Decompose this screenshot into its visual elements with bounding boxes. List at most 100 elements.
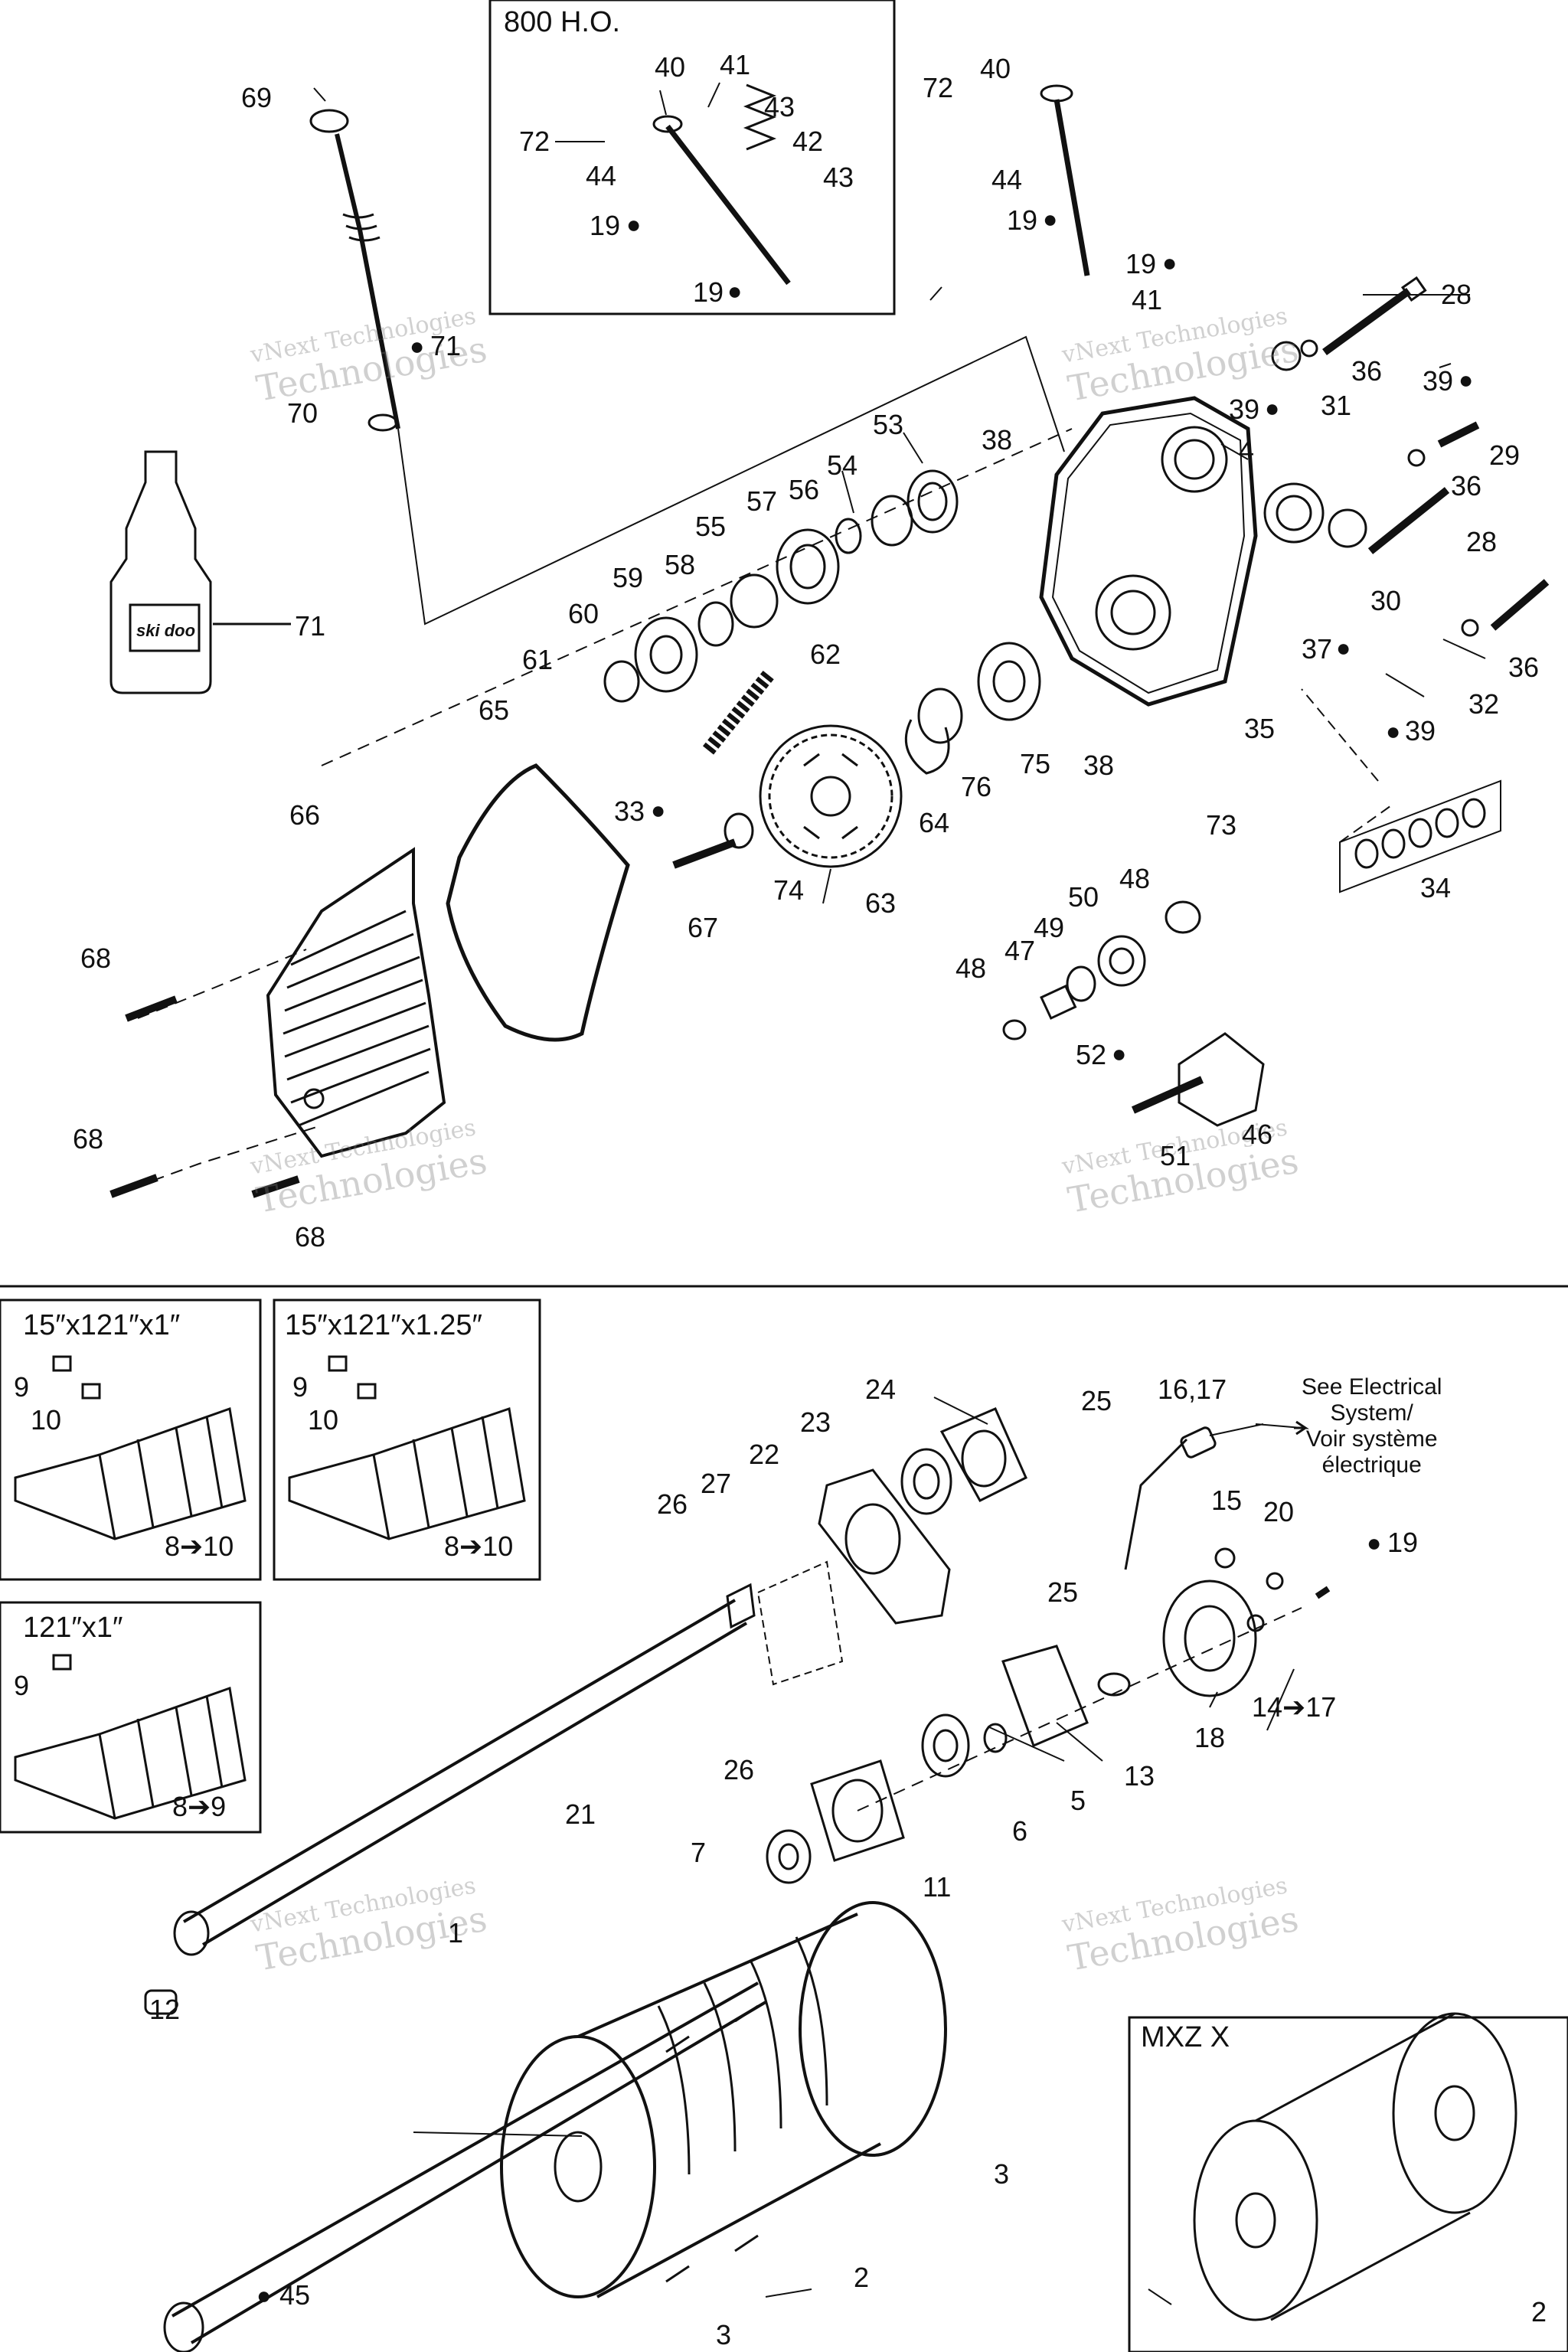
callout: 25 bbox=[1047, 1576, 1079, 1608]
dashed-axis-1 bbox=[321, 428, 1073, 766]
callout: 42 bbox=[792, 126, 824, 157]
callout: 43 bbox=[764, 91, 795, 122]
chaincase-housing bbox=[1039, 396, 1325, 707]
callout: 57 bbox=[746, 485, 778, 517]
box-track-a bbox=[0, 1298, 262, 1581]
callout: 2 bbox=[1531, 2296, 1547, 2328]
callout: 18 bbox=[1194, 1722, 1226, 1753]
callout: 65 bbox=[479, 694, 510, 726]
callout: 21 bbox=[565, 1798, 596, 1830]
sensor-housing bbox=[1162, 1579, 1257, 1697]
callout: 29 bbox=[1489, 439, 1521, 471]
callout: 10 bbox=[31, 1404, 62, 1436]
callout: 74 bbox=[773, 874, 805, 906]
callout: 19 bbox=[590, 210, 621, 241]
callout: 3 bbox=[994, 2158, 1010, 2190]
callout: 41 bbox=[1132, 284, 1163, 315]
large-sprocket bbox=[759, 724, 903, 868]
callout: 9 bbox=[14, 1670, 30, 1701]
callout: 48 bbox=[1119, 863, 1151, 894]
callout: 19 bbox=[1007, 204, 1038, 236]
callout: 28 bbox=[1466, 526, 1498, 557]
callout: 8➔10 bbox=[444, 1530, 514, 1562]
callout: 3 bbox=[716, 2319, 732, 2350]
callout: 69 bbox=[241, 82, 273, 113]
box-title-800ho: 800 H.O. bbox=[504, 6, 621, 38]
callout: 9 bbox=[14, 1371, 30, 1403]
callout: 35 bbox=[1244, 713, 1276, 744]
dipstick-rod bbox=[335, 133, 400, 430]
callout: 4 bbox=[1239, 434, 1255, 466]
callout: 64 bbox=[919, 807, 950, 838]
callout: 19 bbox=[693, 276, 724, 308]
callout: 62 bbox=[810, 639, 841, 670]
box-800ho bbox=[488, 0, 896, 315]
callout: 39 bbox=[1405, 715, 1436, 746]
box-title-track-c: 121″x1″ bbox=[23, 1612, 123, 1644]
box-title-track-a: 15″x121″x1″ bbox=[23, 1309, 181, 1341]
callout: 67 bbox=[688, 912, 719, 943]
box-title-mxz: MXZ X bbox=[1141, 2021, 1230, 2053]
oil-drop-icon: ● bbox=[410, 332, 425, 360]
oil-drop-icon: ● bbox=[1162, 249, 1178, 276]
callout: 48 bbox=[956, 952, 987, 984]
callout: 8➔9 bbox=[172, 1791, 227, 1822]
callout: 31 bbox=[1321, 390, 1352, 421]
callout: 51 bbox=[1160, 1140, 1191, 1171]
callout: 16,17 bbox=[1158, 1374, 1227, 1405]
callout: 36 bbox=[1451, 470, 1482, 501]
callout: 7 bbox=[691, 1837, 707, 1868]
callout: 44 bbox=[991, 164, 1023, 195]
oil-drop-icon: ● bbox=[1336, 634, 1351, 662]
callout: 50 bbox=[1068, 881, 1099, 913]
callout: 36 bbox=[1351, 355, 1383, 387]
oil-drop-icon: ● bbox=[1043, 205, 1058, 233]
drive-axle-1 bbox=[172, 1981, 767, 2344]
callout: 56 bbox=[789, 474, 820, 505]
oil-bottle bbox=[109, 450, 291, 694]
drive-sprocket-drum bbox=[500, 1901, 947, 2298]
callout: 76 bbox=[961, 771, 992, 802]
callout: 46 bbox=[1242, 1119, 1273, 1150]
callout: 53 bbox=[873, 409, 904, 440]
callout: 60 bbox=[568, 598, 599, 629]
callout: 72 bbox=[519, 126, 550, 157]
callout: 71 bbox=[430, 330, 462, 361]
callout: 23 bbox=[800, 1406, 831, 1438]
leader-dipstick-to-case bbox=[397, 335, 1065, 626]
oil-drop-icon: ● bbox=[651, 796, 666, 824]
callout: 9 bbox=[292, 1371, 309, 1403]
drive-shaft-21 bbox=[182, 1599, 748, 1946]
callout: 12 bbox=[149, 1994, 181, 2025]
oil-drop-icon: ● bbox=[626, 211, 642, 238]
callout: 40 bbox=[980, 53, 1011, 84]
callout: 1 bbox=[448, 1917, 464, 1949]
callout: 38 bbox=[1083, 750, 1115, 781]
oil-drop-icon: ● bbox=[1459, 366, 1474, 394]
callout: 63 bbox=[865, 887, 897, 919]
callout: 8➔10 bbox=[165, 1530, 234, 1562]
callout: 44 bbox=[586, 160, 617, 191]
bottle-label: ski doo bbox=[136, 621, 196, 640]
callout: 39 bbox=[1229, 394, 1260, 425]
callout: 28 bbox=[1441, 279, 1472, 310]
callout: 52 bbox=[1076, 1039, 1107, 1070]
mxz-sprocket bbox=[1193, 2012, 1517, 2321]
callout: 55 bbox=[695, 511, 727, 542]
callout: 43 bbox=[823, 162, 854, 193]
callout: 30 bbox=[1370, 585, 1402, 616]
callout: 49 bbox=[1034, 912, 1065, 943]
callout: 15 bbox=[1211, 1485, 1243, 1516]
oil-drop-icon: ● bbox=[1386, 717, 1401, 745]
chaincase-cover bbox=[266, 847, 446, 1158]
callout: 58 bbox=[665, 549, 696, 580]
callout: 72 bbox=[923, 72, 954, 103]
callout: 70 bbox=[287, 397, 318, 429]
callout: 59 bbox=[612, 562, 644, 593]
oil-drop-icon: ● bbox=[1112, 1040, 1127, 1067]
box-track-c bbox=[0, 1601, 262, 1834]
callout: 38 bbox=[982, 424, 1013, 456]
oil-drop-icon: ● bbox=[1367, 1529, 1382, 1557]
callout: 73 bbox=[1206, 809, 1237, 841]
